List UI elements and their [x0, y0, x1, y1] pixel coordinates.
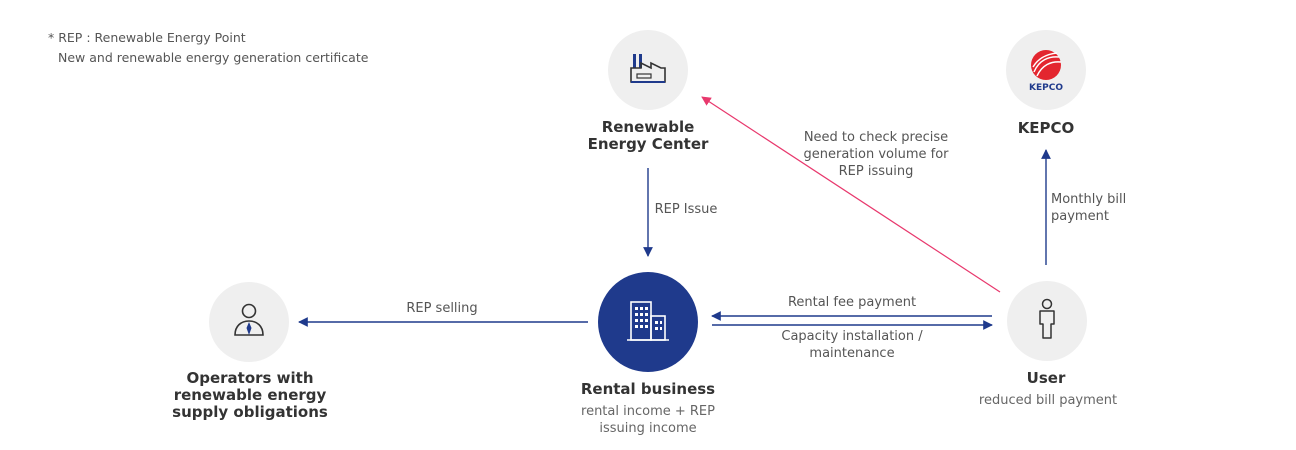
kepco-node: KEPCO: [1006, 30, 1086, 110]
kepco-logo: KEPCO: [1021, 46, 1071, 94]
rental-business-node: [598, 272, 698, 372]
kepco-logo-text: KEPCO: [1029, 83, 1063, 93]
operators-node: [209, 282, 289, 362]
renewable-energy-center-node: [608, 30, 688, 110]
renewable-energy-center-title: Renewable Energy Center: [587, 118, 709, 153]
business-person-icon: [232, 302, 266, 342]
user-title: User: [1026, 369, 1066, 387]
edge-label-monthly-bill: Monthly bill payment: [1051, 192, 1127, 224]
person-icon: [1036, 298, 1058, 344]
operators-title: Operators with renewable energy supply o…: [172, 369, 328, 421]
edge-label-check-volume: Need to check precise generation volume …: [803, 130, 949, 179]
rental-business-title: Rental business: [580, 380, 716, 398]
footnote: * REP : Renewable Energy Point New and r…: [48, 28, 368, 68]
arrow-check-volume: [701, 96, 1001, 293]
footnote-line-1: * REP : Renewable Energy Point: [48, 30, 246, 45]
footnote-line-2: New and renewable energy generation cert…: [58, 50, 369, 65]
kepco-title: KEPCO: [1017, 119, 1075, 137]
rental-business-subtitle: rental income + REP issuing income: [581, 404, 715, 436]
user-subtitle: reduced bill payment: [978, 393, 1118, 408]
user-node: [1007, 281, 1087, 361]
edge-label-capacity: Capacity installation / maintenance: [781, 329, 923, 361]
office-building-icon: [625, 298, 671, 346]
edge-label-rep-selling: REP selling: [406, 301, 478, 316]
factory-icon: [629, 51, 667, 89]
edge-label-rep-issue: REP Issue: [654, 202, 718, 217]
edge-label-rental-fee: Rental fee payment: [787, 295, 917, 310]
